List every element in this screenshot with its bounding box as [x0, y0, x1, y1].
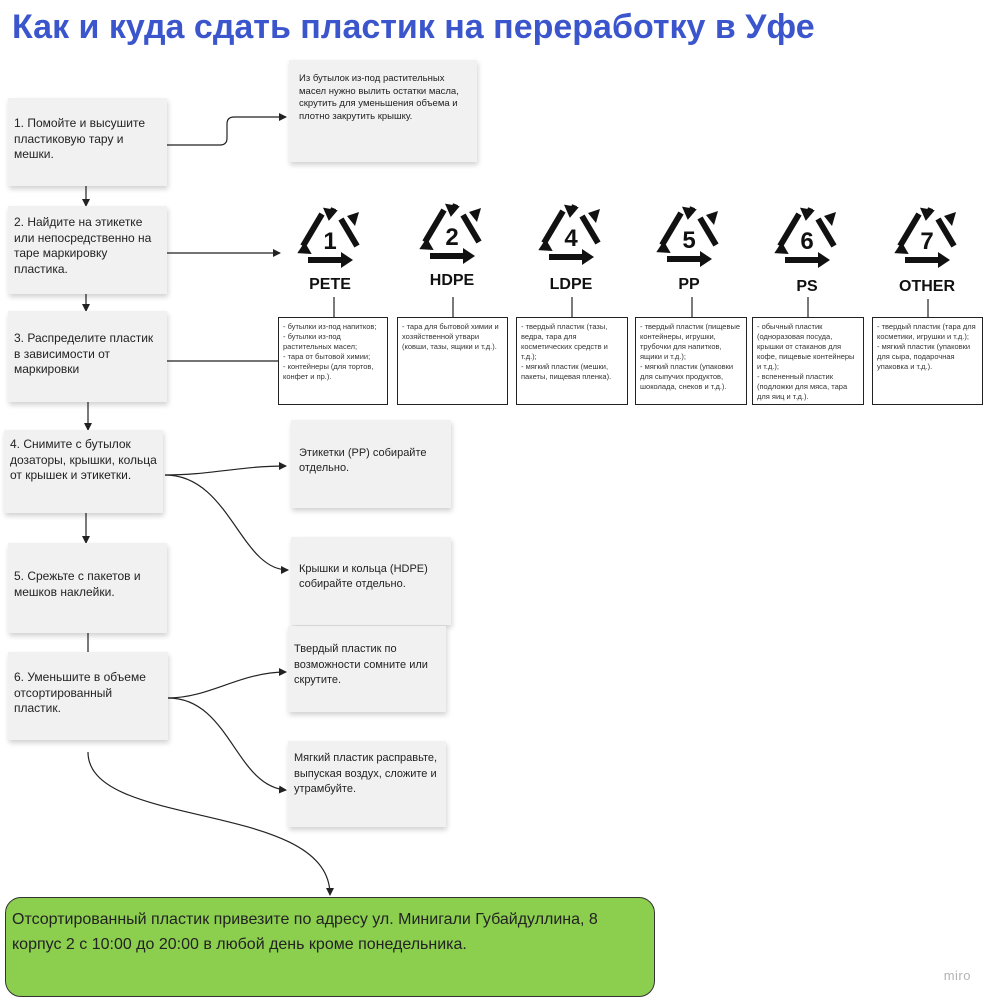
recycle-label-pp: PP — [678, 276, 700, 293]
recycle-triangle-icon-hdpe — [419, 203, 482, 264]
recycle-label-hdpe: HDPE — [429, 272, 475, 289]
code-box-ldpe: - твердый пластик (тазы, ведра, тара для… — [516, 317, 628, 405]
recycle-number-ps: 6 — [800, 228, 814, 255]
code-box-pete: - бутылки из-под напитков; - бутылки из-… — [278, 317, 388, 405]
arrow-step6-final — [87, 751, 334, 896]
code-box-hdpe: - тара для бытовой химии и хозяйственной… — [397, 317, 508, 405]
step-5: 5. Срежьте с пакетов и мешков наклейки. — [8, 543, 167, 633]
recycle-number-pete: 1 — [323, 228, 337, 255]
arrow-step6-hard — [167, 668, 287, 699]
note-labels: Этикетки (PP) собирайте отдельно. — [291, 420, 451, 508]
note-soft: Мягкий пластик расправьте, выпуская возд… — [288, 741, 446, 827]
recycle-label-ldpe: LDPE — [549, 276, 593, 293]
final-destination-text: Отсортированный пластик привезите по адр… — [12, 911, 598, 953]
arrow-step4-caps — [164, 474, 289, 574]
recycle-label-other: OTHER — [899, 278, 955, 295]
step-5-text: 5. Срежьте с пакетов и мешков наклейки. — [14, 569, 141, 599]
arrow-step4-labels — [164, 462, 287, 476]
recycle-triangle-icon-other — [894, 207, 957, 268]
step-1: 1. Помойте и высушите пластиковую тару и… — [8, 98, 167, 186]
step-6-text: 6. Уменьшите в объеме отсортированный пл… — [14, 670, 146, 715]
arrow-step1-oil — [167, 113, 287, 146]
note-hard-text: Твердый пластик по возможности сомните и… — [294, 643, 428, 686]
note-labels-text: Этикетки (PP) собирайте отдельно. — [299, 447, 427, 474]
note-soft-text: Мягкий пластик расправьте, выпуская возд… — [294, 752, 438, 795]
note-oil-text: Из бутылок из-под растительных масел нуж… — [299, 73, 459, 122]
step-4: 4. Снимите с бутылок дозаторы, крышки, к… — [4, 430, 163, 513]
note-oil: Из бутылок из-под растительных масел нуж… — [289, 60, 477, 162]
step-2-text: 2. Найдите на этикетке или непосредствен… — [14, 215, 152, 276]
step-4-text: 4. Снимите с бутылок дозаторы, крышки, к… — [10, 437, 157, 482]
note-caps-text: Крышки и кольца (HDPE) собирайте отдельн… — [299, 563, 428, 590]
recycle-label-ps: PS — [796, 278, 818, 295]
recycle-triangle-icon-ps — [774, 207, 837, 268]
step-1-text: 1. Помойте и высушите пластиковую тару и… — [14, 116, 146, 161]
code-box-other: - твердый пластик (тара для косметики, и… — [872, 317, 983, 405]
recycle-label-pete: PETE — [309, 276, 351, 293]
recycle-triangle-icon-pete — [297, 207, 360, 268]
recycle-triangle-icon-ldpe — [538, 204, 601, 265]
recycle-number-other: 7 — [920, 228, 934, 255]
arrow-step6-soft — [167, 697, 287, 794]
step-2: 2. Найдите на этикетке или непосредствен… — [8, 206, 167, 294]
step-3: 3. Распределите пластик в зависимости от… — [8, 311, 167, 402]
note-hard: Твердый пластик по возможности сомните и… — [288, 626, 446, 712]
final-destination: Отсортированный пластик привезите по адр… — [5, 897, 655, 997]
recycle-triangle-icon-pp — [656, 206, 719, 267]
code-box-pp: - твердый пластик (пищевые контейнеры, и… — [635, 317, 747, 405]
recycle-number-hdpe: 2 — [445, 224, 459, 251]
recycle-number-ldpe: 4 — [564, 225, 578, 252]
step-6: 6. Уменьшите в объеме отсортированный пл… — [8, 652, 168, 740]
page-title: Как и куда сдать пластик на переработку … — [12, 8, 815, 46]
note-caps: Крышки и кольца (HDPE) собирайте отдельн… — [291, 537, 451, 625]
step-3-text: 3. Распределите пластик в зависимости от… — [14, 331, 154, 376]
recycle-number-pp: 5 — [682, 227, 696, 254]
code-box-ps: - обычный пластик (одноразовая посуда, к… — [752, 317, 864, 405]
miro-watermark: miro — [943, 968, 971, 983]
